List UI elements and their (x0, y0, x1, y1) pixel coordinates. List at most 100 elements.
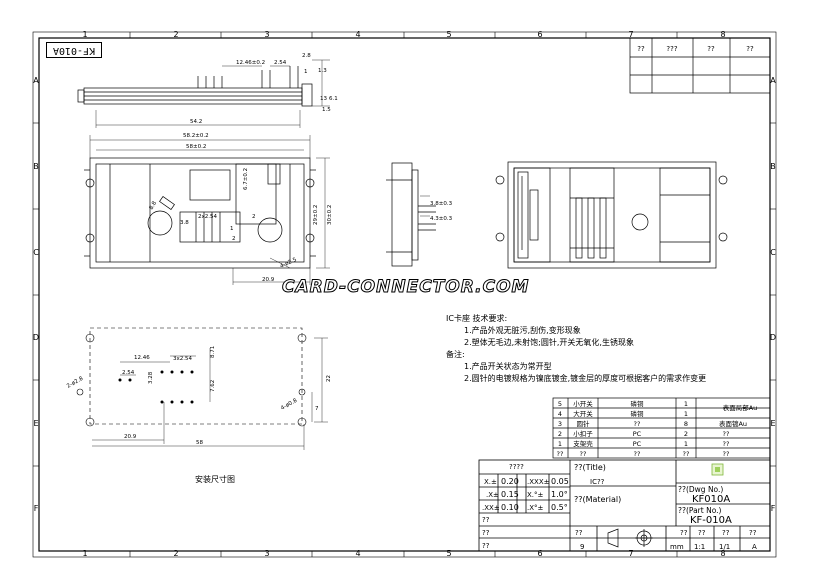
row-label: D (770, 333, 776, 342)
sheet-value: 1/1 (719, 543, 730, 551)
note-item: 1.产品外观无脏污,刮伤,变形现象 (464, 326, 581, 335)
bom-cell: ?? (634, 450, 641, 458)
dim-label: 7 (315, 406, 319, 412)
bom-cell: PC (633, 440, 642, 448)
bom-cell: 8 (684, 420, 688, 428)
bom-cell: 2 (684, 430, 688, 438)
projection-symbol-icon (607, 528, 653, 548)
row-label: E (770, 419, 775, 428)
dim-label: 2.54 (122, 370, 135, 376)
col-label: 5 (446, 30, 451, 39)
tolerance-cell: 0.05 (551, 477, 569, 486)
col-label: 5 (446, 549, 451, 558)
dim-label: 2 (252, 214, 256, 220)
revision-header: ??? (666, 45, 677, 53)
revision-header: ?? (637, 45, 645, 53)
company-logo (711, 463, 724, 476)
pin-holes (118, 370, 194, 404)
dim-label: 20.9 (262, 277, 275, 283)
installation-view (76, 327, 328, 450)
tolerance-cell: .X°± (527, 504, 544, 512)
dim-label: 1 (230, 226, 234, 232)
sign-row-label: ?? (482, 516, 490, 524)
dim-label: 4-ø0.8 (280, 397, 299, 411)
top-side-view (77, 59, 330, 128)
dim-label: 1.3 (318, 68, 327, 74)
note-item: 2.塑体无毛边,未射饱;圆针,开关无氧化,生锈现象 (464, 338, 634, 347)
col-label: 6 (537, 549, 542, 558)
note-item: 2.圆针的电镀规格为镍底镀金,镀金层的厚度可根据客户的需求作变更 (464, 374, 707, 383)
row-label: B (33, 162, 39, 171)
tolerance-cell: .XX± (482, 504, 500, 512)
dim-label: 58.2±0.2 (183, 133, 209, 139)
tolerance-cell: 0.15 (501, 490, 519, 499)
dim-label: 2.54 (274, 60, 287, 66)
tolerance-cell: .XXX± (527, 478, 550, 486)
sign-col-label: ?? (698, 529, 706, 537)
dim-label: 6.1 (329, 96, 338, 102)
dim-label: 3.8±0.3 (430, 201, 453, 207)
dim-label: 3.8 (180, 220, 189, 226)
tolerance-header: ???? (509, 463, 524, 471)
revision-header: ?? (707, 45, 715, 53)
remarks-title: 备注: (446, 350, 465, 359)
material-label: ??(Material) (574, 495, 621, 504)
dim-label: 3.28 (148, 371, 154, 384)
tolerance-cell: X.°± (527, 491, 544, 499)
row-label: E (33, 419, 38, 428)
sign-col-label: ?? (575, 529, 583, 537)
col-label: 7 (628, 549, 633, 558)
row-label: F (771, 504, 776, 513)
col-label: 4 (355, 549, 360, 558)
dim-label: 3x2.54 (173, 356, 193, 362)
part-no-value: KF-010A (690, 515, 732, 526)
section-view (495, 161, 728, 269)
scale-value: 1:1 (694, 543, 705, 551)
bom-cell: ?? (723, 440, 730, 448)
notes-title: IC卡座 技术要求: (446, 314, 508, 323)
part-no-label: ??(Part No.) (678, 506, 722, 515)
bom-table (552, 397, 771, 459)
bom-cell: 大开关 (573, 409, 593, 418)
bom-cell: 表面局部Au (723, 403, 758, 412)
col-label: 6 (537, 30, 542, 39)
dwg-no-label: ??(Dwg No.) (678, 485, 723, 494)
col-label: 4 (355, 30, 360, 39)
dim-label: 29±0.2 (313, 205, 319, 225)
bom-cell: 磷铜 (631, 399, 645, 408)
bom-cell: ?? (723, 430, 730, 438)
row-label: A (770, 76, 776, 85)
dim-label: 58 (196, 440, 203, 446)
plan-view (84, 135, 330, 285)
title-label: ??(Title) (574, 463, 606, 472)
row-label: F (34, 504, 39, 513)
dim-label: 7.62 (210, 380, 216, 392)
sign-col-label: ?? (749, 529, 757, 537)
col-label: 8 (720, 30, 725, 39)
title-block (478, 459, 771, 552)
bom-cell: ?? (557, 450, 564, 458)
tolerance-cell: 0.20 (501, 477, 519, 486)
bom-cell: 1 (684, 400, 688, 408)
col-label: 1 (82, 30, 87, 39)
title-value: IC?? (590, 478, 605, 486)
frame-labels: 1 2 3 4 5 6 7 8 1 2 3 4 5 6 7 8 A B C D … (33, 30, 776, 558)
tolerance-cell: .X± (486, 491, 499, 499)
dim-label: 54.2 (190, 119, 202, 125)
rev-value: A (752, 543, 757, 551)
tolerance-cell: 1.0° (551, 490, 568, 499)
dim-label: 12.46 (134, 355, 150, 361)
sign-row-label: ?? (482, 542, 490, 550)
side-view (386, 162, 436, 267)
row-label: A (33, 76, 39, 85)
dim-label: 1 (304, 69, 308, 75)
bom-cell: 1 (684, 410, 688, 418)
bom-cell: 支架壳 (573, 439, 593, 448)
bom-cell: 4 (558, 410, 562, 418)
dim-label: 8.8 (149, 200, 159, 211)
tolerance-cell: 0.5° (551, 503, 568, 512)
bom-cell: PC (633, 430, 642, 438)
drawing-frame (32, 31, 777, 558)
dwg-no-value: KF010A (692, 494, 730, 505)
